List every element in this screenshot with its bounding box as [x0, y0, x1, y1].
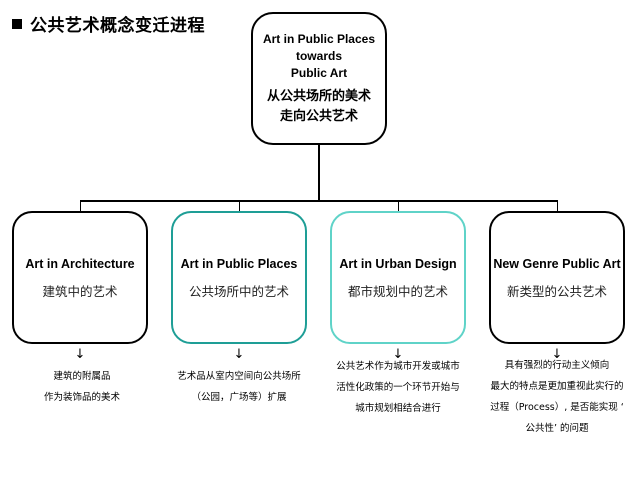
down-arrow-icon: ↓: [233, 347, 245, 362]
stage-note-public-places: 艺术品从室内空间向公共场所 （公园，广场等）扩展: [165, 366, 313, 408]
branch-drop-4: [557, 200, 558, 212]
root-zh-line-1: 从公共场所的美术: [266, 88, 371, 104]
branch-connector-horizontal: [80, 200, 558, 202]
stage-zh-label: 都市规划中的艺术: [347, 283, 448, 299]
stage-en-label: Art in Architecture: [25, 256, 135, 271]
stage-node-public-places: Art in Public Places 公共场所中的艺术: [171, 211, 307, 344]
root-en-line-3: Public Art: [290, 65, 348, 80]
stage-zh-label: 建筑中的艺术: [42, 283, 118, 299]
down-arrow-icon: ↓: [551, 347, 563, 362]
note-line: 艺术品从室内空间向公共场所: [177, 371, 301, 382]
stage-en-label: New Genre Public Art: [493, 256, 621, 271]
note-line: 作为装饰品的美术: [43, 392, 120, 403]
stage-note-new-genre: 具有强烈的行动主义倾向 最大的特点是更加重视此实行的 过程（Process）, …: [476, 355, 638, 439]
root-en-line-2: towards: [295, 48, 342, 63]
note-line: 活性化政策的一个环节开始与: [336, 382, 460, 393]
stage-node-urban-design: Art in Urban Design 都市规划中的艺术: [330, 211, 466, 344]
note-line: 建筑的附属品: [53, 371, 111, 382]
square-bullet-icon: [12, 18, 22, 29]
stage-zh-label: 公共场所中的艺术: [188, 283, 289, 299]
root-en-line-1: Art in Public Places: [262, 31, 376, 46]
slide-title-row: 公共艺术概念变迁进程: [12, 11, 205, 36]
root-zh-line-2: 走向公共艺术: [279, 108, 358, 124]
branch-drop-3: [398, 200, 399, 212]
note-line: 城市规划相结合进行: [355, 403, 441, 414]
note-line: 具有强烈的行动主义倾向: [504, 360, 610, 371]
slide-title: 公共艺术概念变迁进程: [30, 16, 205, 36]
down-arrow-icon: ↓: [74, 347, 86, 362]
note-line: 公共艺术作为城市开发或城市: [336, 361, 460, 372]
note-line: （公园，广场等）扩展: [191, 392, 287, 403]
branch-drop-1: [80, 200, 81, 212]
branch-drop-2: [239, 200, 240, 212]
note-line: 过程（Process）, 是否能实现 ‘: [490, 402, 624, 413]
note-line: 公共性’ 的问题: [525, 423, 589, 434]
stage-note-architecture: 建筑的附属品 作为装饰品的美术: [22, 366, 142, 408]
stage-note-urban-design: 公共艺术作为城市开发或城市 活性化政策的一个环节开始与 城市规划相结合进行: [322, 356, 474, 419]
root-concept-node: Art in Public Places towards Public Art …: [251, 12, 387, 145]
note-line: 最大的特点是更加重视此实行的: [490, 381, 624, 392]
stage-zh-label: 新类型的公共艺术: [506, 283, 607, 299]
root-connector-vertical: [318, 145, 320, 201]
stage-en-label: Art in Public Places: [180, 256, 298, 271]
stage-node-new-genre: New Genre Public Art 新类型的公共艺术: [489, 211, 625, 344]
down-arrow-icon: ↓: [392, 347, 404, 362]
stage-en-label: Art in Urban Design: [339, 256, 457, 271]
stage-node-architecture: Art in Architecture 建筑中的艺术: [12, 211, 148, 344]
